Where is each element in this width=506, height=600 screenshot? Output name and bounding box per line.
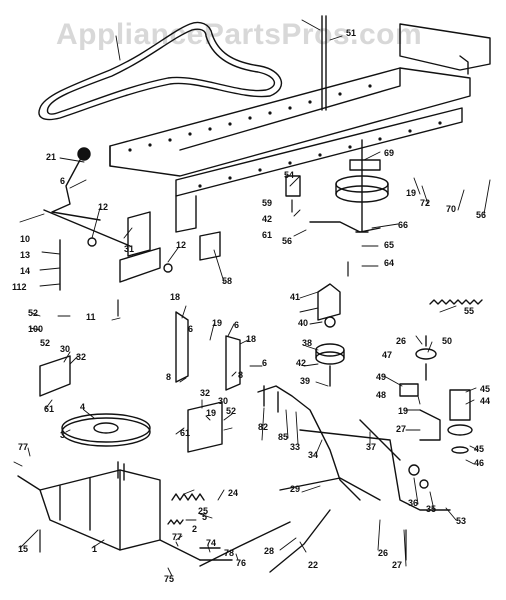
callout-label-47: 47 [382,350,392,360]
callout-label-61: 61 [44,404,54,414]
callout-label-100: 100 [28,324,43,334]
callout-label-77: 77 [18,442,28,452]
callout-label-19: 19 [398,406,408,416]
callout-label-27: 27 [396,424,406,434]
callout-label-22: 22 [308,560,318,570]
callout-label-15: 15 [18,544,28,554]
callout-label-69: 69 [384,148,394,158]
callout-label-45: 45 [474,444,484,454]
callout-label-46: 46 [474,458,484,468]
callout-label-33: 33 [290,442,300,452]
callout-label-26: 26 [378,548,388,558]
callout-label-31: 31 [124,244,134,254]
callout-label-76: 76 [236,558,246,568]
callout-label-11: 11 [86,312,96,322]
callout-label-59: 59 [262,198,272,208]
callout-label-21: 21 [46,152,56,162]
callout-label-27: 27 [392,560,402,570]
callout-label-50: 50 [442,336,452,346]
callout-label-8: 8 [166,372,171,382]
callout-label-85: 85 [278,432,288,442]
callout-label-55: 55 [464,306,474,316]
callout-label-77: 77 [172,532,182,542]
callout-label-75: 75 [164,574,174,584]
callout-label-49: 49 [376,372,386,382]
spring-55 [429,299,483,305]
callout-label-12: 12 [176,240,186,250]
shift-lever [51,159,101,221]
transaxle [17,461,201,561]
callout-label-61: 61 [262,230,272,240]
callout-label-30: 30 [60,344,70,354]
callout-label-52: 52 [40,338,50,348]
watermark: AppliancePartsPros.com [56,18,423,51]
callout-label-38: 38 [302,338,312,348]
callout-label-66: 66 [398,220,408,230]
callout-label-6: 6 [262,358,267,368]
callout-label-52: 52 [226,406,236,416]
callout-label-37: 37 [366,442,376,452]
callout-label-61: 61 [180,428,190,438]
callout-label-6: 6 [234,320,239,330]
callout-label-18: 18 [246,334,256,344]
callout-label-26: 26 [396,336,406,346]
callout-label-72: 72 [420,198,430,208]
callout-label-82: 82 [258,422,268,432]
callout-label-40: 40 [298,318,308,328]
callout-label-4: 4 [80,402,85,412]
callout-label-6: 6 [60,176,65,186]
callout-label-10: 10 [20,234,30,244]
callout-label-53: 53 [456,516,466,526]
callout-label-45: 45 [480,384,490,394]
callout-label-28: 28 [264,546,274,556]
callout-label-32: 32 [76,352,86,362]
callout-label-54: 54 [284,170,294,180]
callout-label-58: 58 [222,276,232,286]
callout-label-19: 19 [406,188,416,198]
callout-label-34: 34 [308,450,318,460]
callout-label-5: 5 [202,512,207,522]
drive-belt [38,21,283,121]
callout-label-52: 52 [28,308,38,318]
callout-label-32: 32 [200,388,210,398]
callout-label-19: 19 [206,408,216,418]
callout-label-70: 70 [446,204,456,214]
callout-label-14: 14 [20,266,30,276]
callout-label-42: 42 [296,358,306,368]
callout-label-112: 112 [12,282,27,292]
callout-label-51: 51 [346,28,356,38]
callout-label-65: 65 [384,240,394,250]
frame [109,23,491,233]
callout-label-8: 8 [238,370,243,380]
callout-label-24: 24 [228,488,238,498]
callout-label-30: 30 [218,396,228,406]
callout-label-56: 56 [282,236,292,246]
callout-label-6: 6 [188,324,193,334]
callout-label-35: 35 [426,504,436,514]
callout-label-12: 12 [98,202,108,212]
callout-label-78: 78 [224,548,234,558]
callout-label-41: 41 [290,292,300,302]
callout-label-48: 48 [376,390,386,400]
callout-label-29: 29 [290,484,300,494]
callout-label-42: 42 [262,214,272,224]
callout-label-25: 25 [198,506,208,516]
callout-label-74: 74 [206,538,216,548]
callout-label-1: 1 [92,544,97,554]
callout-label-44: 44 [480,396,490,406]
callout-label-18: 18 [170,292,180,302]
callout-label-36: 36 [408,498,418,508]
callout-label-13: 13 [20,250,30,260]
callout-label-3: 3 [60,430,65,440]
callout-label-56: 56 [476,210,486,220]
callout-label-64: 64 [384,258,394,268]
callout-label-39: 39 [300,376,310,386]
callout-label-2: 2 [192,524,197,534]
callout-label-19: 19 [212,318,222,328]
transmission-pulley [61,413,151,443]
